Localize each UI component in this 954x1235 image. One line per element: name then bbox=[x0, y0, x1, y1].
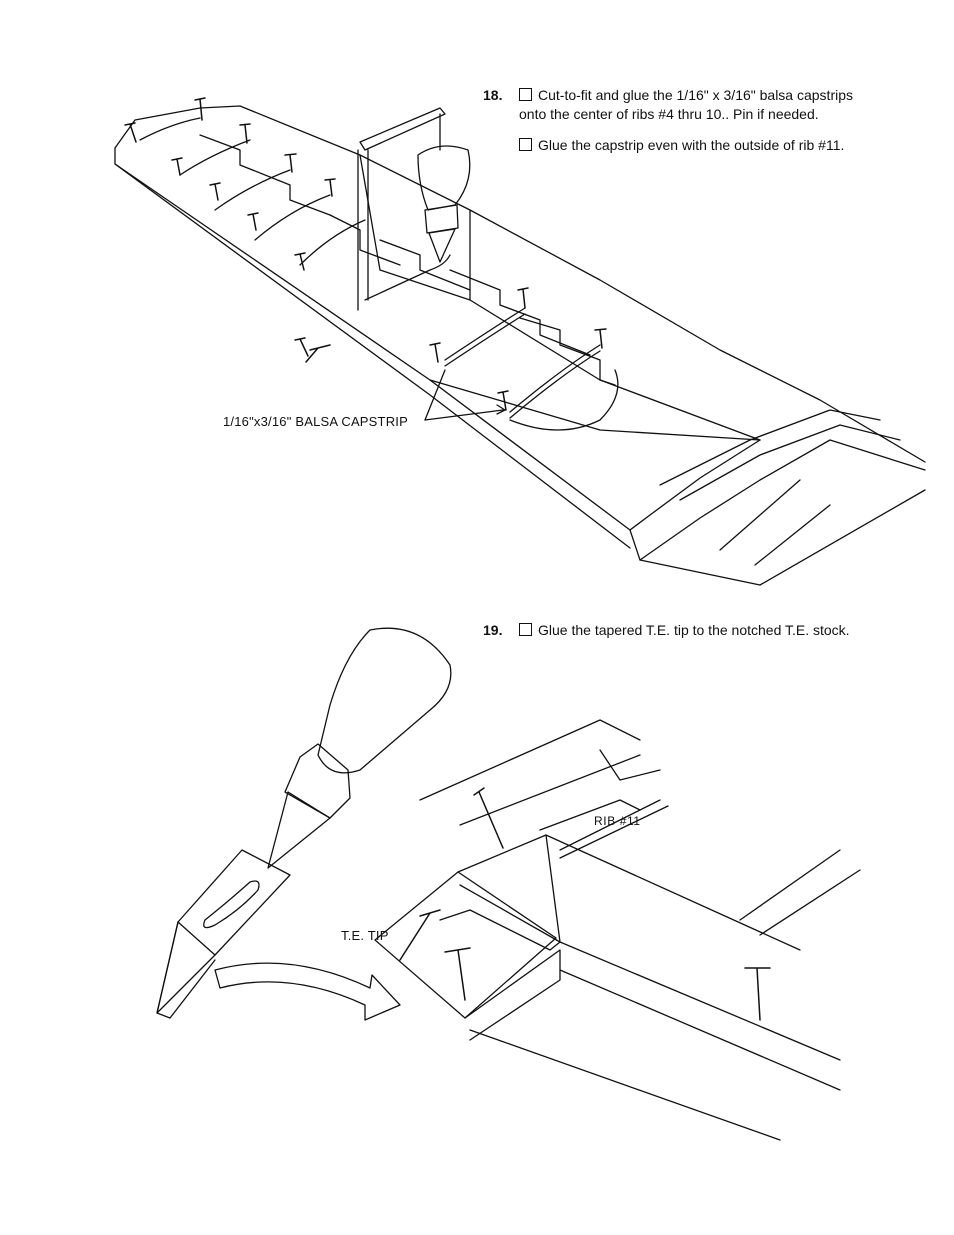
capstrip-callout: 1/16"x3/16" BALSA CAPSTRIP bbox=[223, 414, 408, 429]
te-tip-illustration bbox=[0, 620, 954, 1180]
te-tip-callout: T.E. TIP bbox=[341, 928, 389, 943]
wing-capstrip-illustration bbox=[0, 0, 954, 600]
rib-11-callout: RIB #11 bbox=[594, 814, 641, 828]
